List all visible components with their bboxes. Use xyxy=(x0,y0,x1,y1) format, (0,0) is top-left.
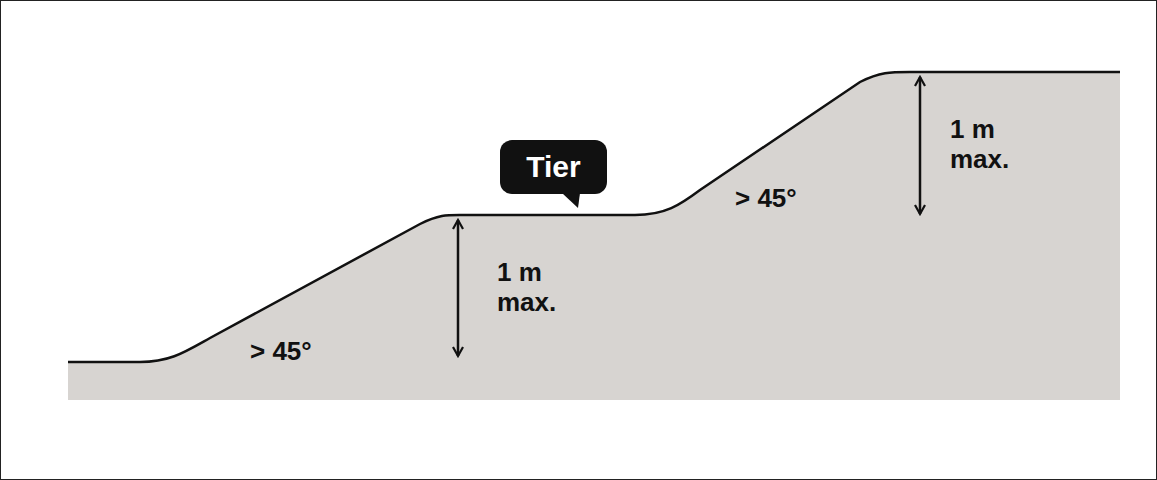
dimension-label: 1 m max. xyxy=(950,114,1022,174)
terrain-profile xyxy=(68,72,1120,362)
callout-bubble: Tier xyxy=(500,140,607,194)
dimension-label: 1 m max. xyxy=(497,257,569,317)
height-arrow xyxy=(919,77,922,214)
height-arrow xyxy=(457,220,460,356)
callout-text: Tier xyxy=(526,150,580,184)
ground-fill xyxy=(68,72,1120,400)
angle-label: > 45° xyxy=(250,336,370,366)
angle-label: > 45° xyxy=(735,183,855,213)
